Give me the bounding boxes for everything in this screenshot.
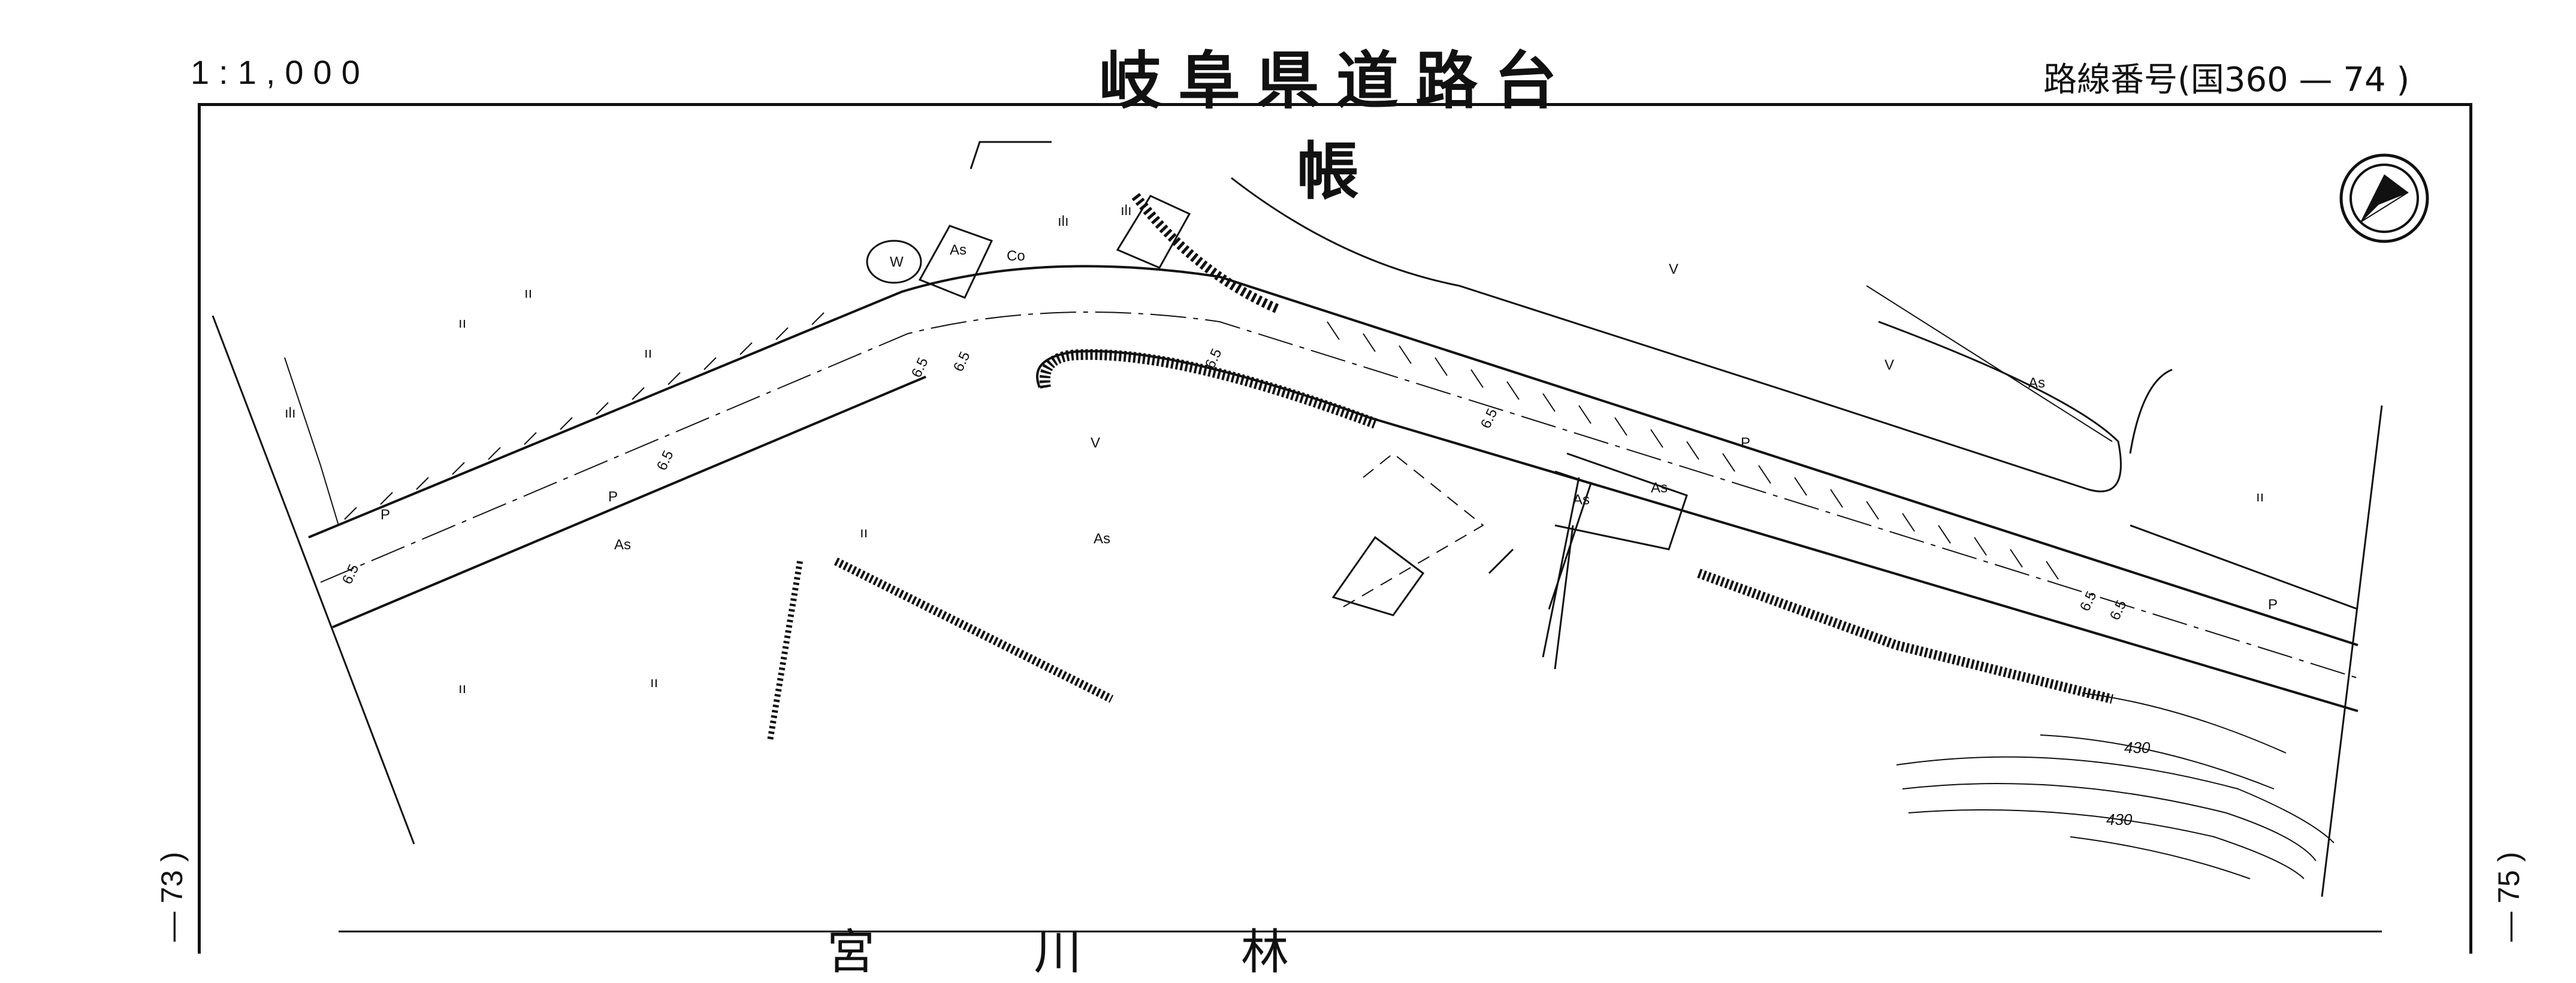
- svg-text:6.5: 6.5: [339, 562, 363, 587]
- svg-text:ıı: ıı: [650, 675, 658, 691]
- svg-text:ıı: ıı: [458, 315, 466, 331]
- embankment: [1231, 177, 2122, 492]
- svg-text:ıı: ıı: [644, 345, 652, 361]
- svg-text:P: P: [2268, 597, 2278, 613]
- svg-text:P: P: [1741, 435, 1750, 451]
- svg-text:430: 430: [2106, 810, 2133, 828]
- svg-text:ıı: ıı: [524, 285, 532, 301]
- svg-text:6.5: 6.5: [908, 355, 932, 380]
- svg-text:ılı: ılı: [285, 405, 296, 421]
- road-edge-south-left: [332, 376, 926, 628]
- svg-text:V: V: [1091, 435, 1100, 451]
- svg-text:430: 430: [2124, 739, 2151, 757]
- svg-text:6.5: 6.5: [2107, 598, 2130, 623]
- adjacent-sheet-left: — 73 ): [155, 851, 189, 942]
- road-edge-north: [308, 265, 2358, 646]
- svg-text:V: V: [1885, 357, 1894, 373]
- road-map-drawing: W As Co ılı ılı ılı ıı ıı ıı ıı ıı ıı ıı…: [212, 141, 2429, 933]
- road-centerline: [320, 311, 2358, 679]
- svg-text:As: As: [950, 242, 967, 258]
- contour-lines: [1896, 692, 2335, 879]
- sheet-header: 1:1,000 岐阜県道路台帳 路線番号(国360 — 74 ): [0, 0, 2576, 208]
- svg-text:W: W: [890, 254, 904, 270]
- river-name: 宮 川 林: [827, 924, 1361, 980]
- svg-text:6.5: 6.5: [654, 448, 677, 473]
- svg-text:ıı: ıı: [2256, 489, 2264, 505]
- svg-text:6.5: 6.5: [950, 349, 974, 374]
- svg-text:As: As: [2028, 375, 2045, 391]
- route-number: 路線番号(国360 — 74 ): [2043, 61, 2410, 99]
- svg-text:ıı: ıı: [860, 525, 868, 541]
- svg-text:ıı: ıı: [458, 680, 466, 697]
- svg-text:As: As: [614, 537, 631, 553]
- road-edge-south-right: [1036, 350, 2358, 712]
- boundary-line-right: [2321, 405, 2383, 897]
- svg-text:V: V: [1669, 261, 1678, 277]
- retaining-wall: [1039, 349, 1378, 429]
- svg-text:As: As: [1094, 531, 1110, 547]
- svg-text:As: As: [1573, 492, 1590, 508]
- north-arrow-icon: [2339, 153, 2429, 243]
- map-frame: W As Co ılı ılı ılı ıı ıı ıı ıı ıı ıı ıı…: [198, 103, 2472, 954]
- buildings: [918, 141, 1688, 670]
- svg-text:6.5: 6.5: [2077, 589, 2100, 614]
- map-scale: 1:1,000: [191, 53, 370, 91]
- adjacent-sheet-right: — 75 ): [2492, 851, 2526, 942]
- svg-text:As: As: [1651, 480, 1668, 496]
- svg-text:P: P: [380, 507, 390, 523]
- svg-text:Co: Co: [1007, 248, 1025, 264]
- boundary-line: [212, 315, 415, 845]
- well-w: [866, 240, 922, 284]
- svg-text:P: P: [608, 489, 618, 505]
- svg-text:ılı: ılı: [1058, 213, 1069, 229]
- svg-text:ılı: ılı: [1121, 202, 1132, 219]
- wall-hatching: [344, 312, 2059, 580]
- svg-text:6.5: 6.5: [1478, 406, 1501, 431]
